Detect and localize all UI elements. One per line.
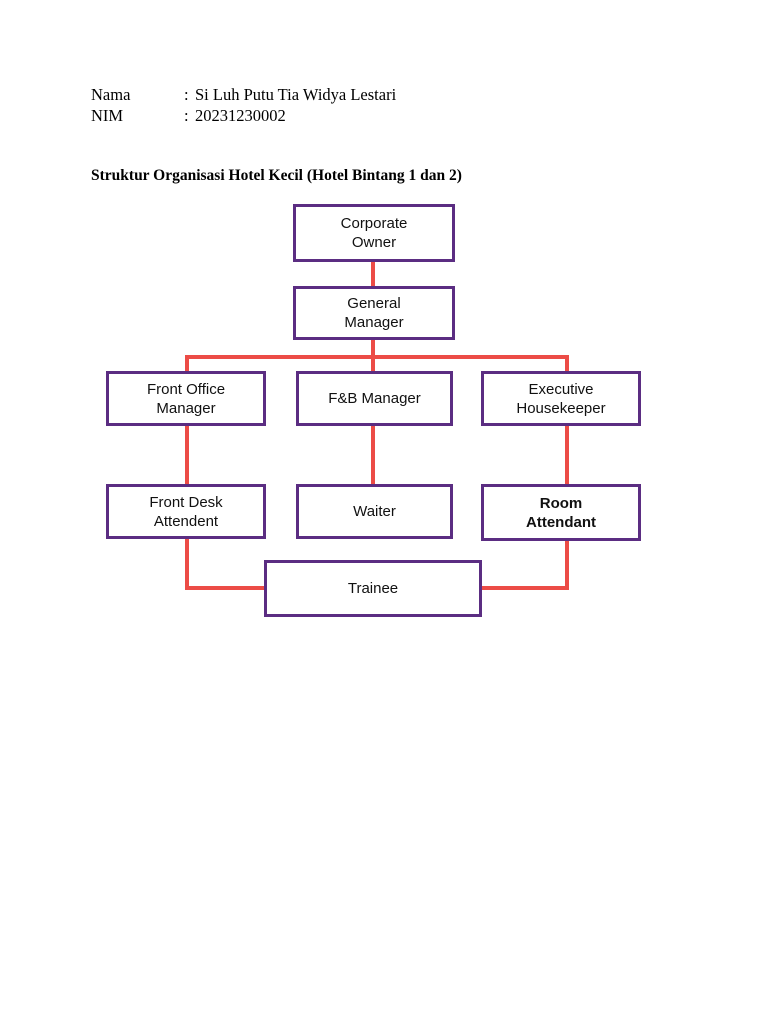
nama-label: Nama <box>91 85 131 104</box>
connector-housekeeper-to-room-attendant <box>565 424 569 486</box>
node-trainee[interactable]: Trainee <box>264 560 482 617</box>
page-title: Struktur Organisasi Hotel Kecil (Hotel B… <box>91 167 462 184</box>
nim-value: 20231230002 <box>195 106 286 125</box>
node-fb-manager[interactable]: F&B Manager <box>296 371 453 426</box>
connector-front-desk-to-trainee-vertical <box>185 537 189 590</box>
node-waiter[interactable]: Waiter <box>296 484 453 539</box>
nama-separator: : <box>184 85 189 104</box>
node-room-attendant[interactable]: Room Attendant <box>481 484 641 541</box>
connector-level3-bus <box>185 355 569 359</box>
connector-front-desk-to-trainee-horizontal <box>185 586 267 590</box>
connector-bus-to-fb <box>371 355 375 373</box>
connector-room-attendant-to-trainee-horizontal <box>479 586 569 590</box>
connector-bus-to-housekeeper <box>565 355 569 373</box>
connector-gm-down <box>371 338 375 358</box>
student-info-row: Nama : Si Luh Putu Tia Widya Lestari <box>91 84 611 105</box>
node-corporate-owner[interactable]: Corporate Owner <box>293 204 455 262</box>
connector-bus-to-front-office <box>185 355 189 373</box>
nim-label: NIM <box>91 106 124 125</box>
node-general-manager[interactable]: General Manager <box>293 286 455 340</box>
student-info-block: Nama : Si Luh Putu Tia Widya Lestari NIM… <box>91 84 611 126</box>
connector-owner-to-gm <box>371 260 375 288</box>
connector-room-attendant-to-trainee-vertical <box>565 537 569 590</box>
student-info-row: NIM : 20231230002 <box>91 105 611 126</box>
connector-front-office-to-front-desk <box>185 424 189 486</box>
node-front-desk-attendent[interactable]: Front Desk Attendent <box>106 484 266 539</box>
node-executive-housekeeper[interactable]: Executive Housekeeper <box>481 371 641 426</box>
nama-value: Si Luh Putu Tia Widya Lestari <box>195 85 397 104</box>
node-front-office-manager[interactable]: Front Office Manager <box>106 371 266 426</box>
nim-separator: : <box>184 106 189 125</box>
connector-fb-to-waiter <box>371 424 375 486</box>
